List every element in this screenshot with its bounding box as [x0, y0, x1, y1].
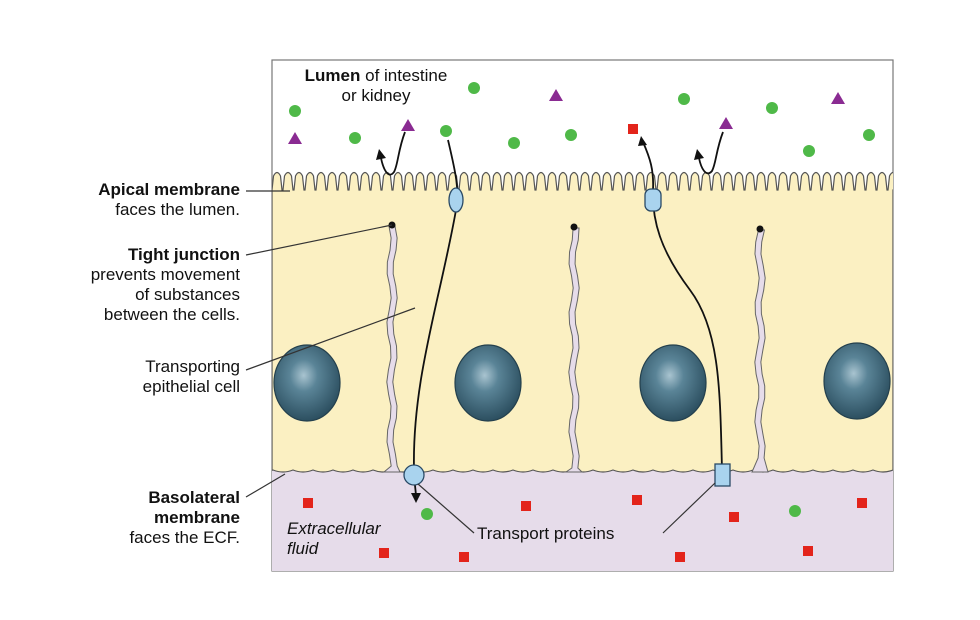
- nucleus-1: [273, 344, 341, 422]
- purple-solute-5: [831, 92, 845, 104]
- green-solute-12: [789, 505, 801, 517]
- tight-line-3: between the cells.: [103, 305, 240, 324]
- green-solute-3: [349, 132, 361, 144]
- tight-junction-dot-3: [756, 225, 764, 233]
- green-solute-4: [440, 125, 452, 137]
- red-solute-1: [628, 124, 638, 134]
- red-solute-8: [459, 552, 469, 562]
- transporting-line-1: Transporting: [145, 357, 240, 376]
- red-solute-7: [379, 548, 389, 558]
- basolateral-leader-line: [245, 473, 286, 498]
- transport-arrowhead-2: [638, 136, 647, 146]
- cell-layer: [272, 171, 893, 473]
- nucleus-2: [454, 344, 522, 422]
- purple-solute-4: [719, 117, 733, 129]
- bounce-arrowhead-1: [376, 149, 386, 160]
- red-solute-2: [303, 498, 313, 508]
- green-solute-1: [468, 82, 480, 94]
- intercellular-space-1: [382, 225, 401, 473]
- apical-label: Apical membrane faces the lumen.: [0, 180, 240, 220]
- green-solute-5: [508, 137, 520, 149]
- purple-solute-3: [401, 119, 415, 131]
- nucleus-3: [639, 344, 707, 422]
- basolateral-line3: faces the ECF.: [129, 528, 240, 547]
- basolateral-protein-2: [714, 463, 731, 487]
- tight-line-2: of substances: [135, 285, 240, 304]
- tight-junction-dot-2: [570, 223, 578, 231]
- ecf-line2: fluid: [287, 539, 319, 558]
- green-solute-10: [863, 129, 875, 141]
- transporting-cell-label: Transporting epithelial cell: [0, 357, 240, 397]
- red-solute-3: [521, 501, 531, 511]
- ecf-line1: Extracellular: [287, 519, 381, 538]
- lumen-bold: Lumen: [304, 66, 361, 85]
- red-solute-4: [632, 495, 642, 505]
- apical-line2: faces the lumen.: [115, 200, 240, 219]
- basolateral-bold-2: membrane: [154, 508, 240, 527]
- ecf-region: [272, 470, 893, 571]
- transport-proteins-label: Transport proteins: [477, 524, 615, 543]
- red-solute-9: [675, 552, 685, 562]
- apical-bold: Apical membrane: [98, 180, 240, 199]
- apical-protein-2: [644, 188, 662, 212]
- transcellular-path-2: [642, 141, 723, 471]
- intercellular-space-2: [564, 227, 584, 473]
- tight-junction-leader-line: [245, 224, 393, 256]
- transport-proteins-leader-1: [417, 483, 475, 534]
- red-solute-5: [729, 512, 739, 522]
- lumen-line2: or kidney: [341, 86, 411, 105]
- green-solute-6: [565, 129, 577, 141]
- basolateral-protein-1: [403, 464, 425, 486]
- bounce-arrowhead-2: [694, 149, 704, 160]
- apical-protein-1: [448, 187, 464, 213]
- transporting-line-2: epithelial cell: [142, 377, 240, 396]
- green-solute-2: [289, 105, 301, 117]
- ecf-label: Extracellular fluid: [287, 519, 381, 559]
- green-solute-7: [678, 93, 690, 105]
- tight-line-1: prevents movement: [90, 265, 240, 284]
- transporting-cell-leader-line: [245, 307, 416, 371]
- bounce-arrow-1: [380, 131, 406, 176]
- purple-solute-1: [549, 89, 563, 101]
- bounce-arrow-2: [698, 131, 724, 175]
- green-solute-11: [421, 508, 433, 520]
- nucleus-4: [823, 342, 891, 420]
- lumen-rest: of intestine: [365, 66, 448, 85]
- basolateral-bold-1: Basolateral: [148, 488, 240, 507]
- red-solute-10: [803, 546, 813, 556]
- tight-bold: Tight junction: [127, 245, 240, 264]
- green-solute-8: [766, 102, 778, 114]
- green-solute-9: [803, 145, 815, 157]
- purple-solute-2: [288, 132, 302, 144]
- basolateral-label: Basolateral membrane faces the ECF.: [0, 488, 240, 548]
- lumen-label: Lumen of intestine or kidney: [281, 66, 471, 106]
- tight-junction-label: Tight junction prevents movement of subs…: [0, 245, 240, 325]
- transport-proteins-leader-2: [662, 482, 716, 534]
- intercellular-space-3: [751, 229, 769, 473]
- transport-arrowhead-1: [411, 493, 421, 503]
- red-solute-6: [857, 498, 867, 508]
